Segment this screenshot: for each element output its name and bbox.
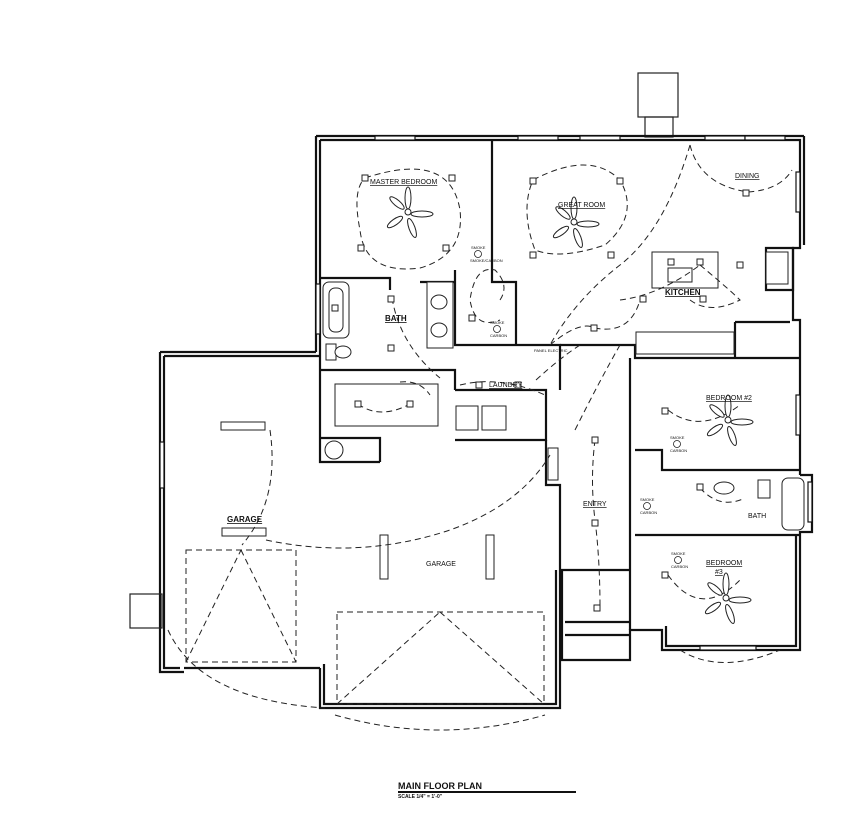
plan-title: MAIN FLOOR PLAN bbox=[398, 781, 482, 791]
detector-smoke-2: SMOKE bbox=[490, 320, 505, 325]
label-great-room: GREAT ROOM bbox=[558, 202, 605, 209]
label-dining: DINING bbox=[735, 173, 760, 180]
title-block: MAIN FLOOR PLAN SCALE 1/4" = 1'-0" bbox=[398, 781, 576, 800]
detector-carbon-5: CARBON bbox=[671, 564, 688, 569]
interior-walls bbox=[320, 140, 800, 637]
detector-smoke-4: SMOKE bbox=[640, 497, 655, 502]
room-labels: MASTER BEDROOM GREAT ROOM DINING KITCHEN… bbox=[227, 173, 766, 576]
wiring-arcs bbox=[167, 144, 793, 731]
windows bbox=[159, 135, 813, 651]
detector-carbon-2: CARBON bbox=[490, 333, 507, 338]
label-entry: ENTRY bbox=[583, 501, 607, 508]
label-laundry: LAUNDRY bbox=[489, 382, 523, 389]
label-garage-main: GARAGE bbox=[426, 561, 456, 568]
label-bath2: BATH bbox=[748, 513, 766, 520]
detector-smoke-carbon-1: SMOKE/CARBON bbox=[470, 258, 503, 263]
panel-label: PANEL ELECTRIC bbox=[534, 348, 568, 353]
label-bedroom3-line1: BEDROOM bbox=[706, 560, 742, 567]
label-bedroom3-line2: #3 bbox=[715, 569, 723, 576]
garage-doors bbox=[129, 421, 545, 705]
plan-scale: SCALE 1/4" = 1'-0" bbox=[398, 794, 443, 800]
label-master-bedroom: MASTER BEDROOM bbox=[370, 179, 437, 186]
detector-labels: SMOKE SMOKE/CARBON SMOKE CARBON SMOKE CA… bbox=[470, 245, 688, 569]
detector-carbon-3: CARBON bbox=[670, 448, 687, 453]
ceiling-fan-bedroom3 bbox=[704, 572, 752, 624]
ceiling-fan-great-room bbox=[552, 196, 600, 248]
detector-smoke-1: SMOKE bbox=[471, 245, 486, 250]
detector-smoke-5: SMOKE bbox=[671, 551, 686, 556]
ceiling-fan-master bbox=[386, 186, 434, 238]
label-garage-left: GARAGE bbox=[227, 515, 263, 524]
light-fixtures bbox=[331, 174, 750, 612]
label-kitchen: KITCHEN bbox=[665, 288, 701, 297]
label-master-bath: BATH bbox=[385, 314, 407, 323]
chimney bbox=[637, 72, 679, 138]
detector-symbols bbox=[474, 250, 682, 564]
detector-carbon-4: CARBON bbox=[640, 510, 657, 515]
fixtures bbox=[322, 251, 805, 531]
ceiling-fan-bedroom2 bbox=[706, 394, 754, 446]
label-bedroom2: BEDROOM #2 bbox=[706, 395, 752, 402]
detector-smoke-3: SMOKE bbox=[670, 435, 685, 440]
